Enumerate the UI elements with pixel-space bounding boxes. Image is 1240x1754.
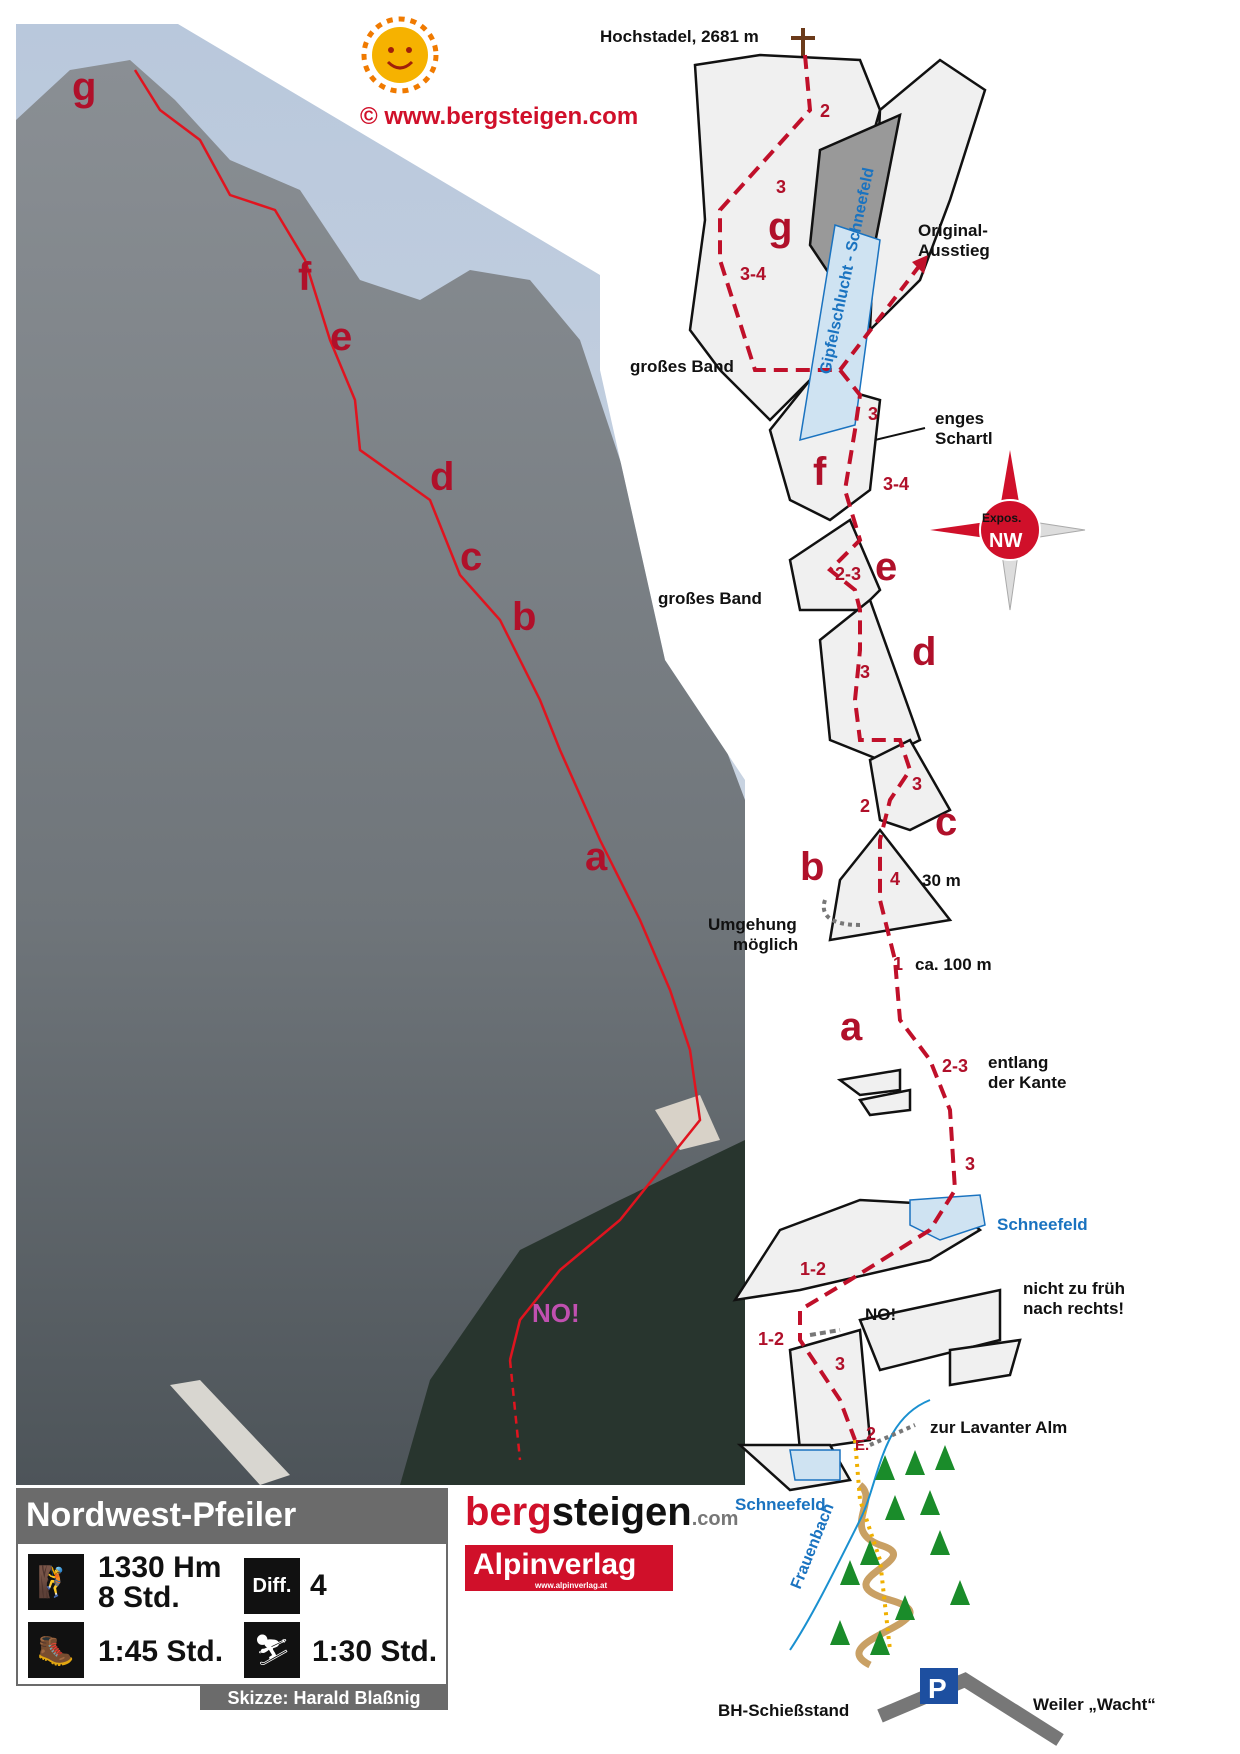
gully-snowfield [799, 224, 881, 442]
svg-text:nicht zu früh: nicht zu früh [1023, 1279, 1125, 1298]
alm-arrow [869, 1423, 916, 1447]
svg-text:c: c [460, 535, 482, 579]
svg-text:30 m: 30 m [922, 871, 961, 890]
svg-text:3: 3 [860, 662, 870, 682]
stream-line [789, 1399, 931, 1651]
snowfield-lower-shape [789, 1449, 841, 1481]
svg-text:4: 4 [890, 869, 900, 889]
svg-text:e: e [330, 315, 352, 359]
difficulty-icon: Diff. [244, 1558, 300, 1614]
tree-icons [830, 1445, 970, 1655]
svg-text:nach rechts!: nach rechts! [1023, 1299, 1124, 1318]
svg-text:großes Band: großes Band [658, 589, 762, 608]
hiker-approach-icon: 🥾 [28, 1622, 84, 1678]
svg-text:Schneefeld: Schneefeld [735, 1495, 826, 1514]
hiker-descent-icon: ⛷ [244, 1622, 300, 1678]
svg-text:3: 3 [965, 1154, 975, 1174]
svg-text:zur Lavanter Alm: zur Lavanter Alm [930, 1418, 1067, 1437]
svg-text:enges: enges [935, 409, 984, 428]
svg-text:NW: NW [989, 530, 1022, 552]
svg-text:f: f [813, 450, 827, 494]
summit-label: Hochstadel, 2681 m [600, 27, 759, 46]
route-line-topo [718, 54, 958, 1441]
route-title: Nordwest-Pfeiler [16, 1488, 448, 1544]
svg-text:2: 2 [866, 1424, 876, 1444]
svg-text:3: 3 [868, 404, 878, 424]
svg-text:Umgehung: Umgehung [708, 915, 797, 934]
svg-text:c: c [935, 800, 957, 844]
svg-text:NO!: NO! [865, 1305, 896, 1324]
arrowhead-icon [912, 255, 928, 274]
parking-sign: P [877, 1668, 1064, 1746]
svg-text:3: 3 [776, 177, 786, 197]
svg-text:g: g [72, 65, 96, 109]
topo-section-labels: g f e d c b a [768, 205, 957, 1049]
svg-text:E.: E. [855, 1437, 869, 1454]
svg-text:f: f [298, 255, 312, 299]
topo-rocks [688, 53, 1022, 1492]
svg-text:2: 2 [860, 796, 870, 816]
difficulty: 4 [310, 1569, 327, 1602]
svg-text:BH-Schießstand: BH-Schießstand [718, 1701, 849, 1720]
svg-text:ca. 100 m: ca. 100 m [915, 955, 992, 974]
photo-section-labels: g f e d c b a NO! [72, 65, 608, 1328]
svg-text:großes Band: großes Band [630, 357, 734, 376]
no-label-photo: NO! [532, 1298, 580, 1328]
svg-text:Expos.: Expos. [982, 511, 1021, 525]
svg-text:2: 2 [820, 101, 830, 121]
route-approach-photo [508, 1359, 522, 1461]
summit-cross-icon [791, 28, 815, 58]
svg-text:der Kante: der Kante [988, 1073, 1066, 1092]
svg-text:b: b [800, 845, 824, 889]
svg-text:entlang: entlang [988, 1053, 1048, 1072]
sun-logo [361, 16, 439, 94]
elevation: 1330 Hm [98, 1551, 222, 1584]
descent-time: 1:30 Std. [312, 1635, 438, 1668]
svg-text:Original-: Original- [918, 221, 988, 240]
svg-text:Ausstieg: Ausstieg [918, 241, 990, 260]
svg-text:d: d [912, 630, 936, 674]
svg-text:3: 3 [912, 774, 922, 794]
svg-text:b: b [512, 595, 536, 639]
svg-text:2-3: 2-3 [942, 1056, 968, 1076]
bergsteigen-logo: bergsteigen.com [465, 1490, 739, 1534]
svg-text:d: d [430, 455, 454, 499]
approach-time: 1:45 Std. [98, 1635, 224, 1668]
mountain-photo [16, 24, 745, 1485]
svg-text:1: 1 [893, 954, 903, 974]
bypass-arrow [821, 899, 861, 927]
svg-text:P: P [928, 1673, 947, 1704]
svg-text:a: a [585, 835, 608, 879]
climber-icon: 🧗 [28, 1554, 84, 1610]
approach-path [855, 1482, 914, 1669]
original-exit-arrow [838, 263, 922, 372]
svg-text:Weiler „Wacht“: Weiler „Wacht“ [1033, 1695, 1156, 1714]
svg-text:3-4: 3-4 [740, 264, 766, 284]
svg-text:a: a [840, 1005, 863, 1049]
compass-icon: Expos. NW [930, 450, 1086, 611]
route-info-box: Nordwest-Pfeiler 🧗 1330 Hm 8 Std. Diff. … [16, 1488, 448, 1686]
approach-dotted [853, 1439, 892, 1651]
svg-text:2-3: 2-3 [835, 564, 861, 584]
svg-text:1-2: 1-2 [800, 1259, 826, 1279]
route-line-photo [133, 69, 702, 1361]
svg-text:möglich: möglich [733, 935, 798, 954]
svg-text:3-4: 3-4 [883, 474, 909, 494]
duration: 8 Std. [98, 1581, 180, 1614]
svg-text:Schneefeld: Schneefeld [997, 1215, 1088, 1234]
svg-text:g: g [768, 205, 792, 249]
website-link[interactable]: © www.bergsteigen.com [360, 103, 638, 130]
sketch-credit: Skizze: Harald Blaßnig [200, 1686, 448, 1710]
grade-labels: 2 3 3-4 3 3-4 2-3 3 3 2 4 1 2-3 3 1-2 1-… [740, 101, 975, 1444]
no-arrow [809, 1328, 841, 1337]
svg-text:1-2: 1-2 [758, 1329, 784, 1349]
notch-arrow [874, 427, 926, 441]
svg-text:e: e [875, 545, 897, 589]
svg-text:3: 3 [835, 1354, 845, 1374]
svg-text:Schartl: Schartl [935, 429, 993, 448]
